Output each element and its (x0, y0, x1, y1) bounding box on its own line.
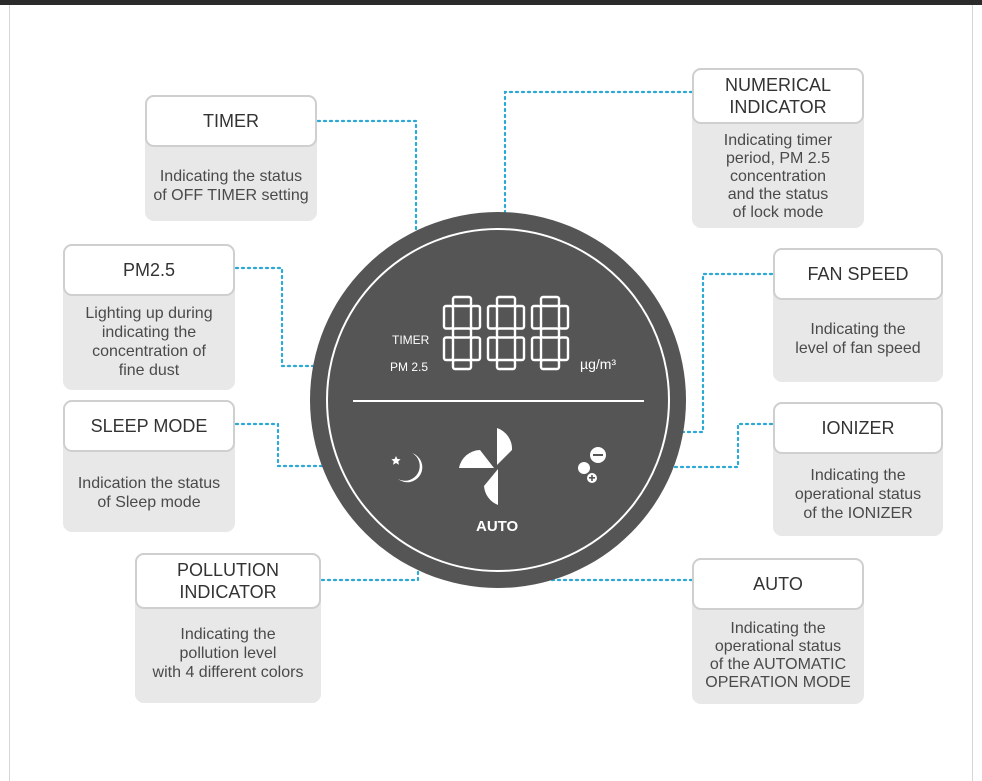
callout-pm25-desc-3: concentration of (92, 343, 206, 360)
callout-numerical-title-2: INDICATOR (729, 97, 827, 117)
digit-1-segment-g (451, 327, 473, 339)
callout-fan-desc-1: Indicating the (810, 321, 906, 338)
callout-pollution-desc-1: Indicating the (180, 626, 276, 643)
callout-sleep: SLEEP MODE Indication the status of Slee… (63, 400, 235, 532)
digit-1-segment-c (469, 336, 482, 362)
callout-pm25: PM2.5 Lighting up during indicating the … (63, 244, 235, 390)
callout-auto: AUTO Indicating the operational status o… (692, 558, 864, 704)
callout-timer-desc-1: Indicating the status (159, 168, 303, 185)
panel-timer-label: TIMER (392, 333, 430, 347)
fan-icon (459, 428, 513, 505)
callout-numerical-title-1: NUMERICAL (724, 75, 831, 95)
callout-pm25-desc-1: Lighting up during (85, 305, 213, 322)
digit-3-segment-e (530, 336, 543, 362)
left-border (9, 5, 10, 781)
callout-pollution-title: POLLUTION INDICATOR (135, 553, 321, 609)
callout-numerical-desc-1: Indicating timer (723, 132, 833, 149)
callout-pollution-desc-2: pollution level (179, 645, 277, 662)
callout-auto-desc-2: operational status (714, 638, 842, 655)
callout-numerical-desc-4: and the status (727, 186, 829, 203)
callout-fan-desc-2: level of fan speed (795, 340, 921, 357)
digit-2-segment-f (486, 304, 499, 330)
callout-numerical-desc-2: period, PM 2.5 (725, 150, 831, 167)
callout-ionizer-title: IONIZER (773, 402, 943, 454)
digit-1-segment-e (442, 336, 455, 362)
callout-sleep-desc-2: of Sleep mode (97, 494, 201, 511)
right-border (972, 5, 973, 781)
callout-auto-desc-3: of the AUTOMATIC (709, 656, 847, 673)
digit-3-segment-b (557, 304, 570, 330)
callout-timer: TIMER Indicating the status of OFF TIMER… (145, 95, 317, 221)
digit-1-segment-a (451, 295, 473, 308)
callout-sleep-desc-1: Indication the status (77, 475, 221, 492)
callout-auto-desc-1: Indicating the (730, 620, 826, 637)
digit-3-segment-f (530, 304, 543, 330)
seven-segment-display (442, 295, 570, 371)
digit-3-segment-c (557, 336, 570, 362)
digit-3-segment-d (539, 358, 561, 371)
digit-2-segment-a (495, 295, 517, 308)
callout-numerical-desc-3: concentration (729, 168, 827, 185)
ionizer-icon (578, 447, 606, 483)
panel-auto-label: AUTO (476, 518, 519, 535)
digit-2-segment-e (486, 336, 499, 362)
callout-pm25-title: PM2.5 (63, 244, 235, 296)
callout-numerical-desc-5: of lock mode (732, 204, 824, 221)
digit-2-segment-g (495, 327, 517, 339)
callout-pollution: POLLUTION INDICATOR Indicating the pollu… (135, 553, 321, 703)
callout-pm25-desc-4: fine dust (118, 362, 180, 379)
digit-2-segment-c (513, 336, 526, 362)
panel-pm-label: PM 2.5 (390, 360, 428, 374)
callout-pollution-desc-3: with 4 different colors (152, 664, 304, 681)
digit-1-segment-d (451, 358, 473, 371)
callout-ionizer-desc-1: Indicating the (810, 467, 906, 484)
callout-auto-desc-4: OPERATION MODE (705, 674, 851, 691)
callout-fan: FAN SPEED Indicating the level of fan sp… (773, 248, 943, 382)
moon-star-icon (391, 453, 423, 483)
digit-3-segment-g (539, 327, 561, 339)
callout-ionizer-desc-3: of the IONIZER (803, 505, 913, 522)
digit-1-segment-f (442, 304, 455, 330)
callout-timer-title: TIMER (145, 95, 317, 147)
panel-unit-label: µg/m³ (580, 356, 616, 372)
digit-1-segment-b (469, 304, 482, 330)
callout-auto-title: AUTO (692, 558, 864, 610)
panel-ring (326, 228, 670, 572)
callout-numerical-title: NUMERICAL INDICATOR (692, 68, 864, 124)
callout-pm25-desc-2: indicating the (101, 324, 197, 341)
callout-sleep-title: SLEEP MODE (63, 400, 235, 452)
callout-pollution-title-1: POLLUTION (176, 560, 280, 580)
digit-3-segment-a (539, 295, 561, 308)
callout-timer-desc-2: of OFF TIMER setting (153, 187, 309, 204)
top-border (0, 0, 982, 5)
leader-pollution (320, 554, 420, 582)
digit-2-segment-d (495, 358, 517, 371)
callout-fan-title: FAN SPEED (773, 248, 943, 300)
callout-pollution-title-2: INDICATOR (179, 582, 277, 602)
callout-numerical: NUMERICAL INDICATOR Indicating timer per… (692, 68, 864, 228)
callout-ionizer: IONIZER Indicating the operational statu… (773, 402, 943, 536)
digit-2-segment-b (513, 304, 526, 330)
callout-ionizer-desc-2: operational status (794, 486, 922, 503)
